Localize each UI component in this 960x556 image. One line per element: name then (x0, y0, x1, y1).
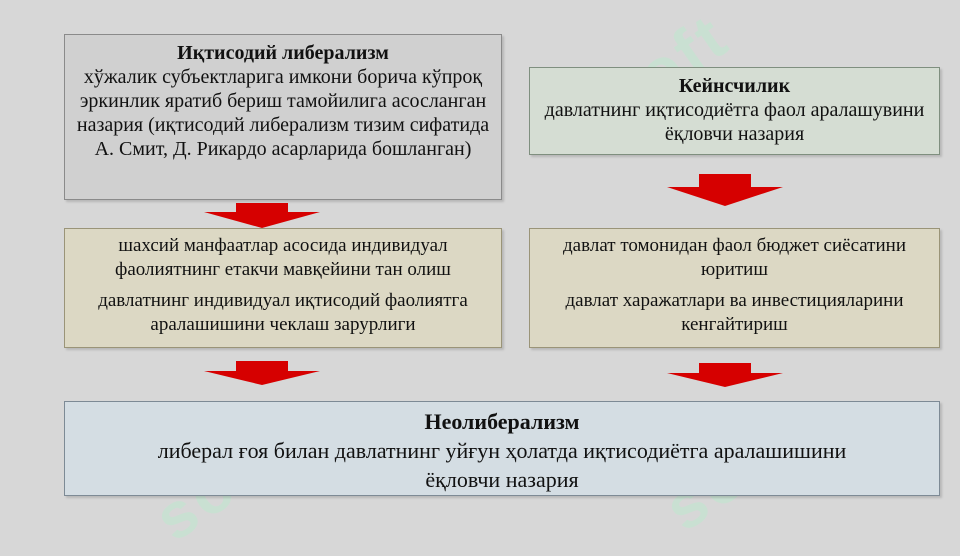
principle-item: давлат томонидан фаол бюджет сиёсатини ю… (563, 235, 906, 280)
keynesianism-box: Кейнсчилик давлатнинг иқтисодиётга фаол … (529, 67, 940, 155)
neoliberalism-text: либерал ғоя билан давлатнинг уйғун ҳолат… (157, 438, 847, 492)
principle-item: шахсий манфаатлар асосида индивидуал фао… (115, 235, 451, 280)
keynesianism-text: давлатнинг иқтисодиётга фаол аралашувини… (544, 99, 925, 145)
neoliberalism-title: Неолиберализм (424, 409, 580, 434)
economic-liberalism-text: хўжалик субъектларига имкони борича кўпр… (76, 66, 490, 160)
principle-item: давлат харажатлари ва инвестицияларини к… (565, 290, 904, 335)
keynesian-principles-box: давлат томонидан фаол бюджет сиёсатини ю… (529, 228, 940, 348)
economic-liberalism-box: Иқтисодий либерализм хўжалик субъектлари… (64, 34, 502, 200)
principle-item: давлатнинг индивидуал иқтисодий фаолиятг… (98, 290, 468, 335)
neoliberalism-box: Неолиберализм либерал ғоя билан давлатни… (64, 401, 940, 496)
keynesianism-title: Кейнсчилик (678, 75, 791, 97)
liberalism-principles-box: шахсий манфаатлар асосида индивидуал фао… (64, 228, 502, 348)
economic-liberalism-title: Иқтисодий либерализм (177, 42, 389, 64)
